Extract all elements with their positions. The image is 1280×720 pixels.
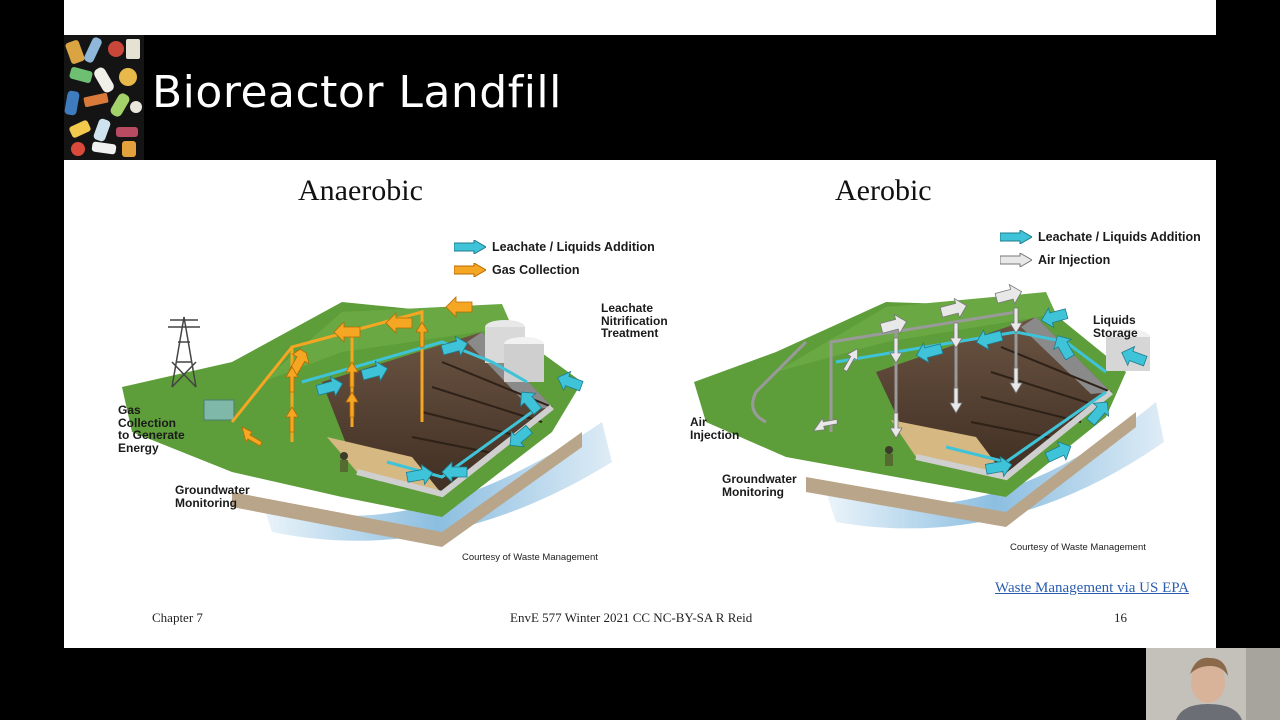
- source-link[interactable]: Waste Management via US EPA: [995, 580, 1190, 596]
- trash-mosaic-graphic: [64, 35, 144, 160]
- presenter-webcam: [1146, 648, 1280, 720]
- legend-leachate-text: Leachate / Liquids Addition: [1038, 230, 1201, 244]
- footer-page-number: 16: [1114, 610, 1127, 625]
- label-gas-collection-energy: Gas Collection to Generate Energy: [118, 403, 185, 455]
- legend-air-text: Air Injection: [1038, 253, 1111, 267]
- leachate-arrow-icon: [454, 240, 486, 254]
- label-air-injection: Air Injection: [690, 415, 740, 442]
- slide-title: Bioreactor Landfill: [152, 67, 562, 118]
- aerobic-legend-air: Air Injection: [1000, 253, 1110, 267]
- aerobic-heading: Aerobic: [835, 174, 932, 207]
- anaerobic-heading: Anaerobic: [298, 174, 423, 207]
- aerobic-credit: Courtesy of Waste Management: [1010, 542, 1146, 553]
- label-liquids-storage: Liquids Storage: [1093, 313, 1138, 340]
- anaerobic-diagram: Leachate / Liquids Addition Gas Collecti…: [112, 232, 668, 567]
- legend-leachate-text: Leachate / Liquids Addition: [492, 240, 655, 254]
- label-groundwater-monitoring: Groundwater Monitoring: [175, 483, 250, 510]
- aerobic-legend-leachate: Leachate / Liquids Addition: [1000, 230, 1201, 244]
- label-leachate-treatment: Leachate Nitrification Treatment: [601, 301, 668, 340]
- footer-chapter: Chapter 7: [152, 610, 203, 625]
- air-arrow-icon: [1000, 253, 1032, 267]
- leachate-arrow-icon: [1000, 230, 1032, 244]
- aerobic-landfill-illustration: [694, 283, 1164, 529]
- label-groundwater-monitoring: Groundwater Monitoring: [722, 472, 797, 499]
- anaerobic-legend-gas: Gas Collection: [454, 263, 580, 277]
- anaerobic-landfill-illustration: [122, 296, 612, 547]
- footer-course: EnvE 577 Winter 2021 CC NC-BY-SA R Reid: [510, 610, 753, 625]
- anaerobic-legend-leachate: Leachate / Liquids Addition: [454, 240, 655, 254]
- legend-gas-text: Gas Collection: [492, 263, 580, 277]
- presenter-video-frame: [1146, 648, 1280, 720]
- anaerobic-credit: Courtesy of Waste Management: [462, 552, 598, 563]
- trash-mosaic-image: [64, 35, 144, 160]
- title-bar: Bioreactor Landfill: [64, 35, 1216, 160]
- gas-arrow-icon: [454, 263, 486, 277]
- aerobic-diagram: Leachate / Liquids Addition Air Injectio…: [686, 222, 1201, 553]
- slide: Bioreactor Landfill Anaerobic: [64, 0, 1216, 648]
